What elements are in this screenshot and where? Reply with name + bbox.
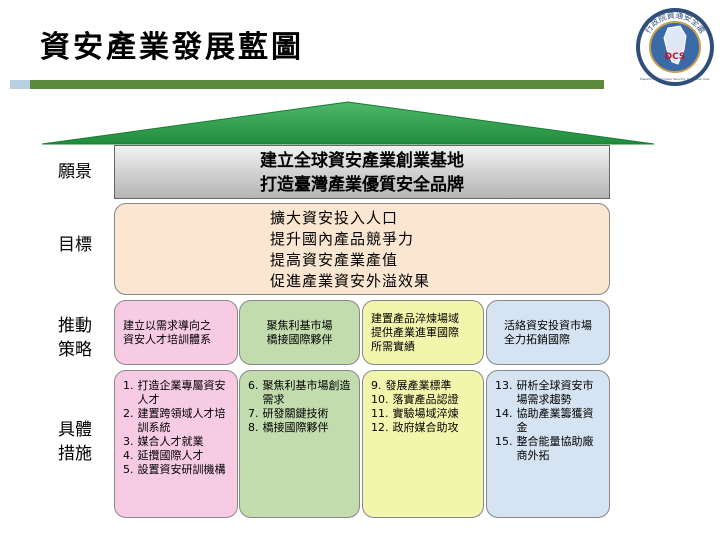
dcs-logo: 行政院資通安全處 DCS Department of Cyber Securit…	[636, 8, 714, 86]
measure-item: 10.落實產品認證	[371, 393, 475, 407]
measure-text: 實驗場域淬煉	[392, 407, 459, 420]
roof-triangle	[41, 101, 655, 145]
goals-box: 擴大資安投入人口 提升國內產品競爭力 提高資安產業產值 促進產業資安外溢效果	[114, 203, 610, 295]
measure-number: 11.	[371, 407, 389, 420]
measure-text: 橋接國際夥伴	[262, 421, 329, 434]
measure-text: 落實產品認證	[392, 393, 459, 406]
goal-line: 提升國內產品競爭力	[270, 230, 415, 248]
vision-line: 打造臺灣產業優質安全品牌	[260, 175, 464, 195]
measure-number: 12.	[371, 421, 389, 434]
label-goals: 目標	[58, 235, 92, 255]
strategy-text: 聚焦利基市場 橋接國際夥伴	[267, 319, 333, 347]
measure-number: 13.	[495, 379, 513, 392]
measure-item: 2.建置跨領域人才培訓系統	[123, 407, 229, 435]
measure-item: 7.研發關鍵技術	[248, 407, 351, 421]
measure-item: 5.設置資安研訓機構	[123, 463, 229, 477]
measure-text: 設置資安研訓機構	[137, 463, 226, 476]
goal-line: 促進產業資安外溢效果	[270, 272, 431, 290]
measure-item: 3.媒合人才就業	[123, 435, 229, 449]
logo-bottom-text: Department of Cyber Security, Executive …	[640, 77, 710, 81]
measure-text: 政府媒合助攻	[392, 421, 459, 434]
strategy-line: 聚焦利基市場	[266, 318, 333, 332]
strategy-text: 活絡資安投資市場 全力拓銷國際	[504, 319, 592, 347]
measure-number: 9.	[371, 379, 382, 392]
logo-center-text: DCS	[665, 52, 686, 62]
measure-number: 15.	[495, 435, 513, 448]
goal-line: 擴大資安投入人口	[270, 209, 399, 227]
measure-number: 4.	[123, 449, 134, 462]
label-vision: 願景	[58, 162, 92, 182]
label-measures-line: 具體	[58, 420, 92, 440]
title-accent-bar	[10, 80, 30, 89]
measure-number: 7.	[248, 407, 259, 420]
measure-item: 9.發展產業標準	[371, 379, 475, 393]
measures-box-4: 13.研析全球資安市場需求趨勢 14.協助產業籌獲資金 15.整合能量協助廠商外…	[486, 370, 610, 518]
measure-item: 4.延攬國際人才	[123, 449, 229, 463]
measure-text: 研析全球資安市場需求趨勢	[516, 379, 594, 406]
measure-item: 8.橋接國際夥伴	[248, 421, 351, 435]
measure-number: 6.	[248, 379, 259, 392]
strategy-line: 提供產業進軍國際	[371, 325, 459, 339]
measure-text: 研發關鍵技術	[262, 407, 329, 420]
strategy-line: 資安人才培訓體系	[123, 332, 211, 346]
measure-text: 打造企業專屬資安人才	[137, 379, 226, 406]
measure-item: 11.實驗場域淬煉	[371, 407, 475, 421]
title-underline-bar	[30, 80, 604, 89]
measure-item: 14.協助產業籌獲資金	[495, 407, 601, 435]
strategy-line: 活絡資安投資市場	[504, 318, 592, 332]
label-measures-line: 措施	[58, 444, 92, 464]
strategy-box-1: 建立以需求導向之 資安人才培訓體系	[114, 300, 238, 365]
measure-text: 發展產業標準	[385, 379, 452, 392]
label-strategy: 推動 策略	[46, 314, 104, 362]
measures-box-3: 9.發展產業標準 10.落實產品認證 11.實驗場域淬煉 12.政府媒合助攻	[362, 370, 484, 518]
strategy-line: 建置產品淬煉場域	[371, 311, 459, 325]
measure-text: 延攬國際人才	[137, 449, 204, 462]
measure-item: 13.研析全球資安市場需求趨勢	[495, 379, 601, 407]
measure-text: 聚焦利基市場創造需求	[262, 379, 351, 406]
strategy-box-2: 聚焦利基市場 橋接國際夥伴	[239, 300, 360, 365]
measure-number: 10.	[371, 393, 389, 406]
measure-number: 3.	[123, 435, 134, 448]
vision-box: 建立全球資安產業創業基地 打造臺灣產業優質安全品牌	[114, 145, 610, 199]
label-strategy-line: 推動	[58, 316, 92, 336]
goal-line: 提高資安產業產值	[270, 251, 399, 269]
measures-box-1: 1.打造企業專屬資安人才 2.建置跨領域人才培訓系統 3.媒合人才就業 4.延攬…	[114, 370, 238, 518]
measure-number: 2.	[123, 407, 134, 420]
measure-text: 整合能量協助廠商外拓	[516, 435, 594, 462]
measures-box-2: 6.聚焦利基市場創造需求 7.研發關鍵技術 8.橋接國際夥伴	[239, 370, 360, 518]
measure-number: 1.	[123, 379, 134, 392]
measure-text: 建置跨領域人才培訓系統	[137, 407, 226, 434]
measure-item: 15.整合能量協助廠商外拓	[495, 435, 601, 463]
strategy-box-3: 建置產品淬煉場域 提供產業進軍國際 所需實績	[362, 300, 484, 365]
measure-item: 1.打造企業專屬資安人才	[123, 379, 229, 407]
strategy-text: 建置產品淬煉場域 提供產業進軍國際 所需實績	[371, 312, 459, 354]
strategy-box-4: 活絡資安投資市場 全力拓銷國際	[486, 300, 610, 365]
strategy-line: 建立以需求導向之	[123, 318, 211, 332]
strategy-line: 全力拓銷國際	[504, 332, 570, 346]
strategy-line: 所需實績	[371, 339, 415, 353]
page-title: 資安產業發展藍圖	[40, 30, 304, 65]
strategy-line: 橋接國際夥伴	[266, 332, 333, 346]
label-strategy-line: 策略	[58, 340, 92, 360]
measure-item: 12.政府媒合助攻	[371, 421, 475, 435]
label-measures: 具體 措施	[46, 418, 104, 466]
measure-text: 媒合人才就業	[137, 435, 204, 448]
measure-text: 協助產業籌獲資金	[516, 407, 594, 434]
measure-number: 5.	[123, 463, 134, 476]
measure-number: 8.	[248, 421, 259, 434]
strategy-text: 建立以需求導向之 資安人才培訓體系	[123, 319, 211, 347]
measure-item: 6.聚焦利基市場創造需求	[248, 379, 351, 407]
vision-line: 建立全球資安產業創業基地	[260, 151, 464, 171]
measure-number: 14.	[495, 407, 513, 420]
